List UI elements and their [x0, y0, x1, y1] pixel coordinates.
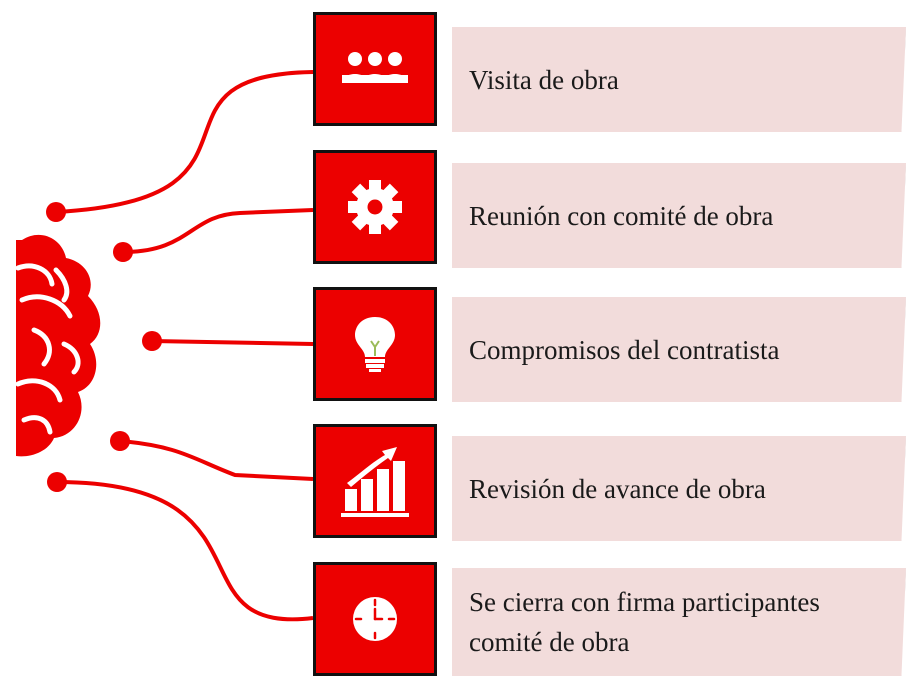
connector-line-3 — [151, 339, 314, 346]
step-3-icon-box — [313, 287, 437, 401]
connector-dot-4 — [110, 431, 130, 451]
step-2-icon-box — [313, 150, 437, 264]
growth-chart-icon — [341, 447, 409, 517]
step-3-card: Compromisos del contratista — [452, 297, 906, 402]
step-5-icon-box — [313, 562, 437, 676]
gear-icon — [348, 180, 402, 234]
connector-line-5 — [56, 480, 314, 622]
connector-dots — [46, 202, 162, 492]
step-2-label: Reunión con comité de obra — [469, 200, 774, 231]
group-icon — [342, 52, 408, 83]
connector-dot-2 — [113, 242, 133, 262]
connector-line-2 — [122, 208, 314, 254]
connector-dot-3 — [142, 331, 162, 351]
step-1-card: Visita de obra — [452, 27, 906, 132]
connector-line-4 — [119, 439, 314, 481]
step-1-icon-box — [313, 12, 437, 126]
step-4-label: Revisión de avance de obra — [469, 473, 766, 504]
step-3-label: Compromisos del contratista — [469, 334, 780, 365]
connector-dot-5 — [47, 472, 67, 492]
step-1-label: Visita de obra — [469, 64, 619, 95]
connector-lines-group — [55, 70, 314, 622]
step-5-card: Se cierra con firma participantes comité… — [452, 568, 906, 676]
brain-icon — [15, 234, 101, 457]
step-2-card: Reunión con comité de obra — [452, 163, 906, 268]
connector-dot-1 — [46, 202, 66, 222]
step-5-label: Se cierra con firma participantes comité… — [469, 587, 820, 657]
step-4-icon-box — [313, 424, 437, 538]
step-4-card: Revisión de avance de obra — [452, 436, 906, 541]
lightbulb-icon — [355, 317, 395, 372]
clock-icon — [353, 597, 397, 641]
connector-line-1 — [55, 70, 314, 214]
